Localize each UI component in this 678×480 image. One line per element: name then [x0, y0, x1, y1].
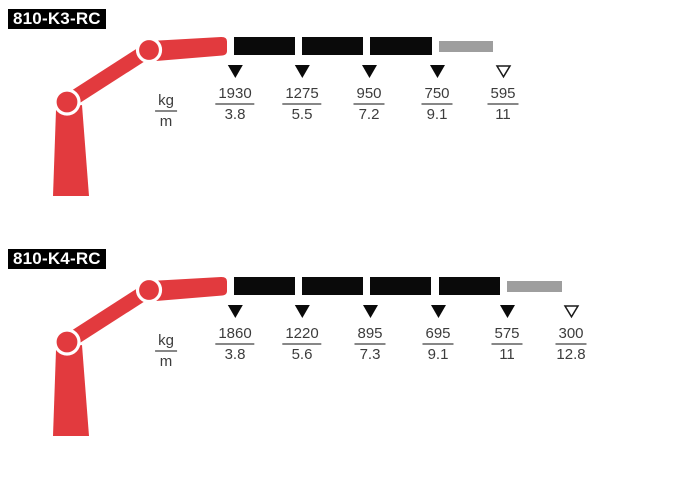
load-kg-value: 1220	[282, 326, 322, 345]
capacity-column: 1275 5.5	[282, 63, 322, 123]
boom-segment	[370, 277, 431, 295]
capacity-column: 595 11	[487, 63, 519, 123]
reach-m-value: 7.2	[358, 106, 380, 123]
load-kg-value: 950	[353, 86, 385, 105]
down-arrow-outline-icon	[495, 63, 511, 79]
reach-m-value: 11	[495, 106, 511, 123]
base-joint-icon	[53, 88, 81, 116]
boom-joint-icon	[135, 36, 163, 64]
down-arrow-filled-icon	[362, 303, 378, 319]
unit-kg-label: kg	[155, 93, 177, 112]
boom-segment-gray	[439, 41, 493, 52]
crane-lift-arm	[61, 282, 155, 350]
load-kg-value: 595	[487, 86, 519, 105]
boom-joint-icon	[135, 276, 163, 304]
unit-m-label: m	[159, 113, 173, 130]
reach-m-value: 11	[499, 346, 515, 363]
unit-m-label: m	[159, 353, 173, 370]
down-arrow-filled-icon	[294, 303, 310, 319]
model-badge: 810-K3-RC	[8, 9, 106, 29]
reach-m-value: 12.8	[556, 346, 586, 363]
model-badge: 810-K4-RC	[8, 249, 106, 269]
capacity-column: 750 9.1	[421, 63, 453, 123]
down-arrow-filled-icon	[294, 63, 310, 79]
load-diagram-k4: 810-K4-RC kg m 1860 3.8 1220 5.6 895 7.3…	[0, 240, 678, 480]
crane-base-column	[53, 345, 89, 436]
capacity-column: 1930 3.8	[215, 63, 255, 123]
down-arrow-filled-icon	[429, 63, 445, 79]
capacity-column: 300 12.8	[555, 303, 587, 363]
load-kg-value: 575	[491, 326, 523, 345]
crane-arm-illustration	[53, 276, 227, 436]
boom-segment	[234, 37, 295, 55]
boom-segment-gray	[507, 281, 562, 292]
load-kg-value: 300	[555, 326, 587, 345]
boom-segment	[302, 277, 363, 295]
boom-segment	[439, 277, 500, 295]
crane-boom	[150, 276, 227, 302]
reach-m-value: 5.6	[291, 346, 313, 363]
reach-m-value: 9.1	[426, 106, 448, 123]
unit-labels: kg m	[155, 86, 177, 129]
reach-m-value: 3.8	[224, 346, 246, 363]
load-kg-value: 695	[422, 326, 454, 345]
unit-labels: kg m	[155, 326, 177, 369]
crane-base-column	[53, 105, 89, 196]
down-arrow-filled-icon	[227, 303, 243, 319]
load-kg-value: 1275	[282, 86, 322, 105]
capacity-column: 950 7.2	[353, 63, 385, 123]
load-diagram-k3: 810-K3-RC kg m 1930 3.8 1275 5.5 950 7.2…	[8, 9, 519, 196]
capacity-column: 695 9.1	[422, 303, 454, 363]
load-kg-value: 750	[421, 86, 453, 105]
reach-m-value: 9.1	[427, 346, 449, 363]
reach-m-value: 5.5	[291, 106, 313, 123]
down-arrow-filled-icon	[227, 63, 243, 79]
crane-arm-illustration	[53, 36, 227, 196]
capacity-column: 575 11	[491, 303, 523, 363]
capacity-column: 895 7.3	[354, 303, 386, 363]
boom-segment	[302, 37, 363, 55]
capacity-column: 1860 3.8	[215, 303, 255, 363]
base-joint-icon	[53, 328, 81, 356]
boom-segment	[234, 277, 295, 295]
down-arrow-filled-icon	[361, 63, 377, 79]
boom-segment	[370, 37, 432, 55]
load-kg-value: 895	[354, 326, 386, 345]
unit-kg-label: kg	[155, 333, 177, 352]
crane-lift-arm	[61, 42, 155, 110]
reach-m-value: 7.3	[359, 346, 381, 363]
down-arrow-filled-icon	[499, 303, 515, 319]
reach-m-value: 3.8	[224, 106, 246, 123]
down-arrow-filled-icon	[430, 303, 446, 319]
capacity-column: 1220 5.6	[282, 303, 322, 363]
load-kg-value: 1860	[215, 326, 255, 345]
down-arrow-outline-icon	[563, 303, 579, 319]
load-kg-value: 1930	[215, 86, 255, 105]
crane-boom	[150, 36, 227, 62]
